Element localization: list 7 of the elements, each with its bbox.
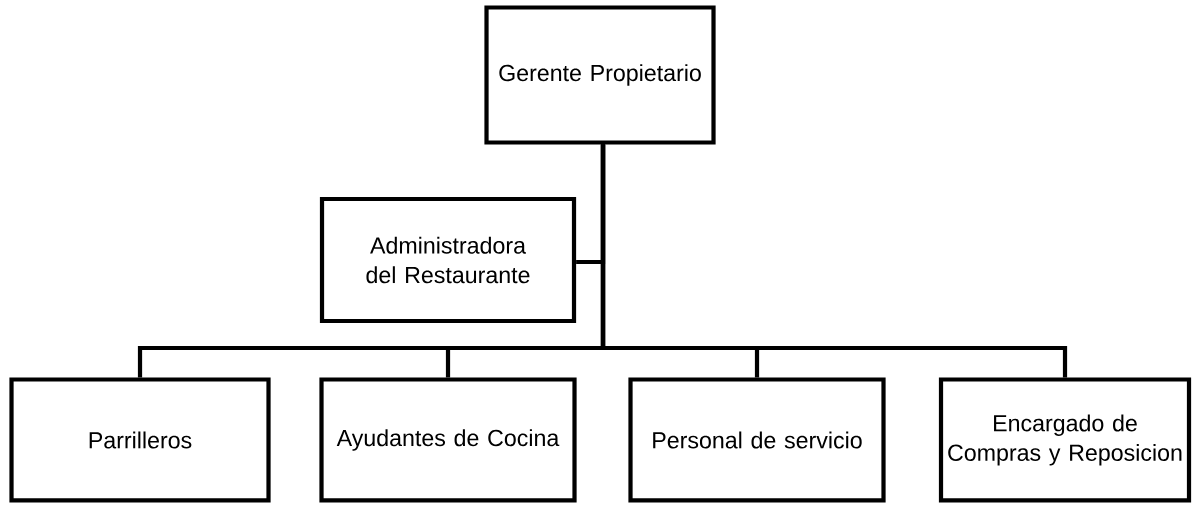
org-box: Encargado de Compras y Reposicion	[938, 377, 1192, 503]
org-box: Parrilleros	[9, 377, 271, 503]
org-box: Personal de servicio	[628, 377, 886, 503]
org-box: Gerente Propietario	[484, 5, 716, 145]
org-box: Ayudantes de Cocina	[319, 377, 577, 503]
org-box: Administradora del Restaurante	[319, 196, 577, 324]
connector-line	[600, 144, 1068, 378]
